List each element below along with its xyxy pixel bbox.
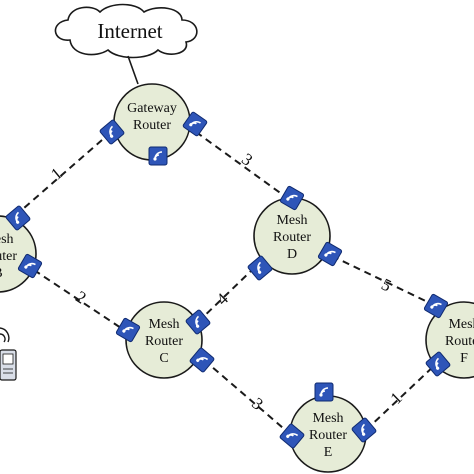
node-label-line1: Mesh bbox=[0, 232, 14, 247]
node-router-b: Mesh Router B bbox=[0, 204, 44, 293]
wireless-radio-icon bbox=[148, 146, 168, 166]
node-label-line1: Mesh bbox=[148, 317, 179, 332]
node-label-line1: Mesh bbox=[448, 317, 474, 332]
link-e-f bbox=[365, 363, 437, 431]
link-label-gateway-d: 3 bbox=[238, 149, 256, 169]
cloud-icon bbox=[54, 3, 198, 59]
uplink-line bbox=[127, 55, 139, 85]
node-router-e: Mesh Router E bbox=[278, 382, 378, 473]
node-label-line2: Router bbox=[273, 230, 311, 245]
link-d-f bbox=[331, 255, 437, 307]
wireless-radio-icon bbox=[314, 382, 334, 402]
link-c-e bbox=[203, 359, 291, 435]
node-gateway-router: Gateway Router bbox=[98, 83, 209, 166]
link-b-c bbox=[33, 269, 125, 331]
node-label-line1: Mesh bbox=[312, 411, 343, 426]
node-label-line2: Router bbox=[133, 118, 171, 133]
client-device-icon bbox=[0, 327, 17, 381]
node-label-line3: C bbox=[159, 351, 168, 366]
node-router-d: Mesh Router D bbox=[246, 184, 344, 282]
node-label-line1: Gateway bbox=[127, 101, 177, 116]
node-label-line3: D bbox=[287, 247, 297, 262]
node-label-line1: Mesh bbox=[276, 213, 307, 228]
node-router-f: Mesh Router F bbox=[422, 292, 474, 379]
node-label-line2: Router bbox=[445, 334, 474, 349]
node-router-c: Mesh Router C bbox=[114, 301, 216, 379]
node-label-line2: Router bbox=[309, 428, 347, 443]
link-gateway-d bbox=[195, 131, 291, 201]
link-gateway-b bbox=[23, 139, 103, 209]
node-label-line3: E bbox=[324, 445, 333, 460]
internet-label: Internet bbox=[97, 19, 162, 43]
node-label-line3: B bbox=[0, 266, 3, 281]
link-label-e-f: 1 bbox=[387, 388, 406, 408]
link-c-d bbox=[197, 269, 253, 323]
node-label-line2: Router bbox=[145, 334, 183, 349]
node-label-line2: Router bbox=[0, 249, 17, 264]
node-label-line3: F bbox=[460, 351, 468, 366]
link-label-c-d: 4 bbox=[213, 289, 233, 309]
